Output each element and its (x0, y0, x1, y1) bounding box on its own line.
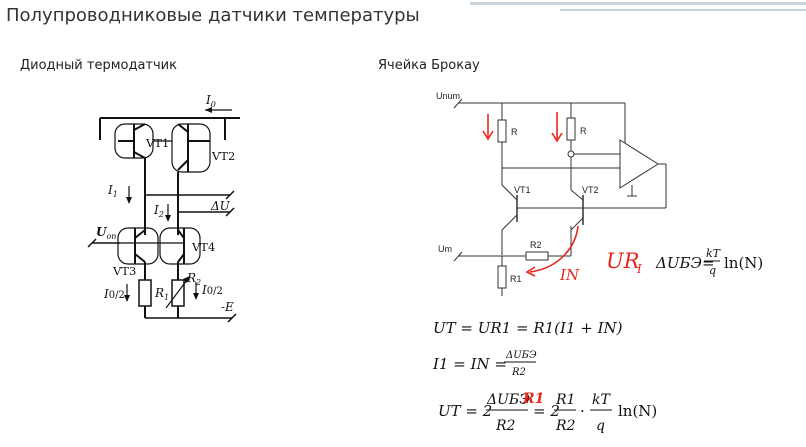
formula-3-den2: R2 (555, 418, 576, 434)
formula-3-den1: R2 (495, 418, 516, 434)
label-i2-sub: 2 (158, 210, 164, 219)
label-vt1: VT1 (145, 136, 169, 150)
svg-text:R1: R1 (154, 286, 169, 302)
label-vt3: VT3 (112, 264, 136, 278)
svg-text:R2: R2 (186, 271, 201, 287)
label-i0-half-left-tail: 0/2 (109, 290, 125, 301)
label-r-right: R (580, 126, 587, 136)
formula-3-dot: · (580, 402, 585, 420)
slide-title: Полупроводниковые датчики температуры (6, 5, 420, 26)
svg-text:I1: I1 (107, 183, 118, 199)
label-i1-sub: 1 (113, 190, 118, 199)
formula-3-den3: q (596, 418, 605, 434)
formula-2-num: ΔUБЭ (505, 350, 537, 361)
formula-0-num: kT (706, 247, 722, 260)
ink-label-ur-sub: I (636, 262, 642, 276)
formula-3-num3: kT (592, 392, 611, 408)
label-brokaw-r1: R1 (510, 274, 522, 284)
label-brokaw-vt1: VT1 (514, 185, 531, 195)
label-vt2: VT2 (211, 149, 235, 163)
formula-0-den: q (709, 264, 716, 277)
label-i0-half-right-tail: 0/2 (207, 286, 223, 297)
label-delta-u: ΔU (210, 199, 231, 213)
svg-text:Uоп: Uоп (96, 225, 116, 241)
formula-1: UT = UR1 = R1(I1 + IN) (433, 319, 623, 337)
label-r2-sub: 2 (195, 278, 201, 287)
formula-0-rhs: ΔUБЭ= (655, 254, 715, 272)
ink-label-ur: UR (606, 249, 640, 273)
label-uop: U (96, 225, 108, 239)
svg-text:I2: I2 (153, 203, 164, 219)
red-ink-annotations (482, 112, 579, 277)
svg-text:I0/2: I0/2 (201, 283, 223, 297)
label-r2: R (186, 271, 196, 285)
formula-0-tail: ln(N) (724, 254, 763, 272)
ink-label-r1: R1 (522, 391, 544, 407)
formula-3-num2: R1 (555, 392, 575, 408)
label-i0-half-left: I (103, 287, 109, 301)
label-minus-e: -E (221, 300, 234, 314)
formula-3-num1: ΔUБЭ (486, 392, 530, 408)
label-uop-sub: оп (106, 232, 116, 241)
label-um: Um (438, 244, 452, 254)
formula-2-den: R2 (511, 367, 526, 378)
slide-accent-bar (470, 2, 806, 11)
label-r1: R (154, 286, 164, 300)
label-unum: Unum (436, 91, 460, 101)
label-i2: I (153, 203, 159, 217)
label-brokaw-r2: R2 (530, 240, 542, 250)
label-vt4: VT4 (191, 240, 215, 254)
diode-sensor-heading: Диодный термодатчик (20, 58, 177, 73)
svg-text:I0/2: I0/2 (103, 287, 125, 301)
label-i1: I (107, 183, 113, 197)
formula-3-tail: ln(N) (618, 402, 657, 420)
label-i0-sub: 0 (211, 100, 216, 109)
label-i0-half-right: I (201, 283, 207, 297)
svg-text:I0: I0 (205, 93, 216, 109)
ink-label-in: IN (559, 266, 580, 284)
formula-3-mid: = 2 (533, 402, 560, 420)
label-brokaw-vt2: VT2 (582, 185, 599, 195)
label-r1-sub: 1 (164, 293, 169, 302)
label-r-left: R (511, 127, 518, 137)
brokaw-cell-heading: Ячейка Брокау (378, 58, 480, 73)
formula-2-lhs: I1 = IN = (432, 355, 507, 373)
formula-3-lhs: UT = 2 (438, 402, 492, 420)
label-i0: I (205, 93, 211, 107)
